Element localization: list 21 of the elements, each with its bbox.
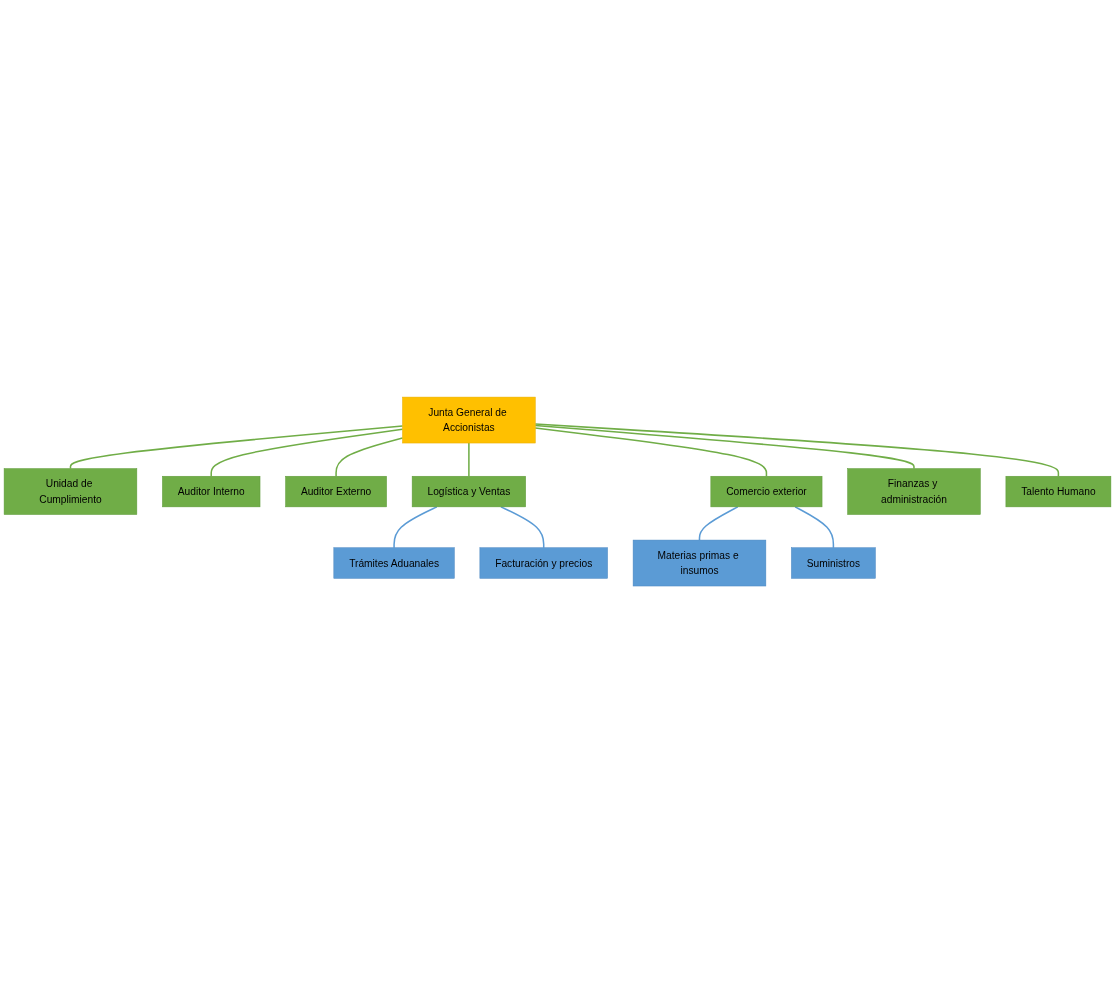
connector: [69, 425, 404, 470]
node-box: Unidad de Cumplimiento: [3, 468, 138, 516]
node-box: Comercio exterior: [710, 476, 823, 508]
node-box: Materias primas e insumos: [632, 540, 767, 587]
node-box: Junta General de Accionistas: [402, 397, 536, 444]
connector: [534, 423, 1060, 478]
node-box: Logística y Ventas: [411, 476, 526, 508]
connector: [335, 437, 404, 478]
node-box: Suministros: [791, 547, 876, 580]
node-box: Auditor Interno: [162, 476, 261, 508]
connector: [534, 425, 915, 470]
connector: [794, 506, 835, 549]
connector: [698, 506, 739, 542]
node-box: Auditor Externo: [285, 476, 387, 508]
node-box: Trámites Aduanales: [333, 547, 455, 580]
node-box: Talento Humano: [1005, 476, 1112, 508]
connector: [468, 442, 470, 478]
node-box: Finanzas y administración: [847, 468, 981, 516]
node-box: Facturación y precios: [479, 547, 608, 580]
connector: [210, 428, 404, 478]
connector: [534, 427, 768, 478]
